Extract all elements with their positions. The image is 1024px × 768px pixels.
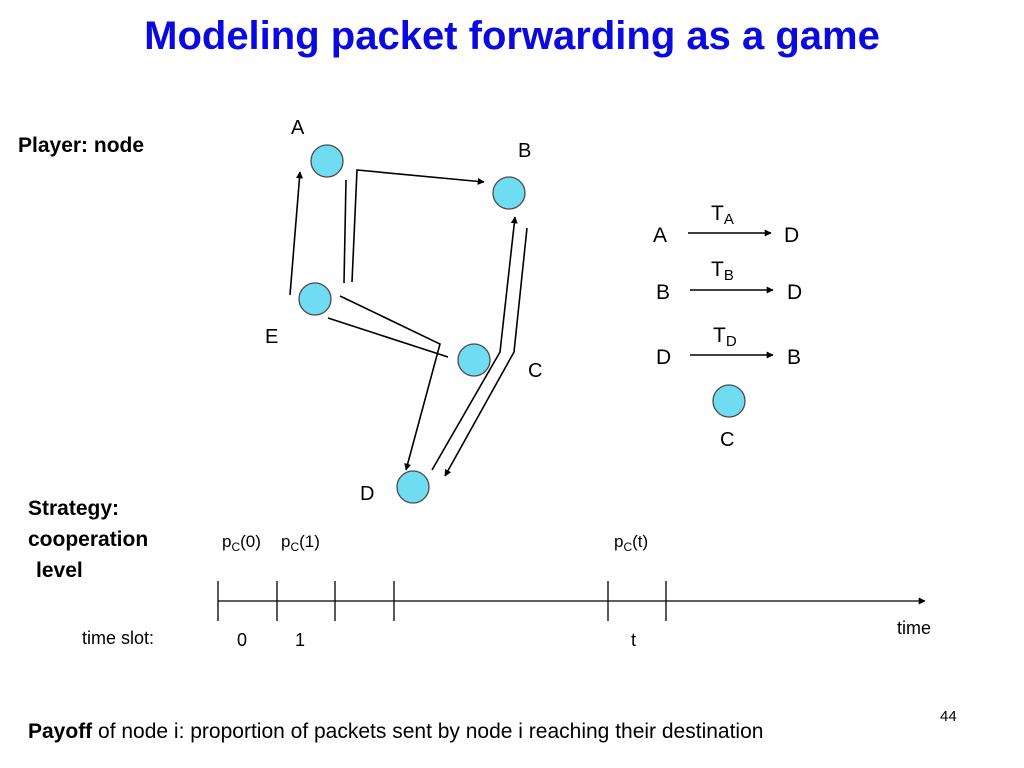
strategy-line: Strategy: <box>28 497 120 520</box>
path-a-to-d <box>339 295 441 471</box>
node-label-c: C <box>528 360 542 382</box>
node-label-d: D <box>360 483 374 505</box>
node-b <box>492 176 526 210</box>
session-throughput: TA <box>711 202 734 228</box>
coop-label-t: pC(t) <box>614 532 648 554</box>
strategy-line: level <box>36 559 83 582</box>
session-throughput: TB <box>711 258 734 284</box>
node-c <box>457 343 491 377</box>
slot-number-1: 1 <box>295 630 305 650</box>
path-e-to-c <box>327 317 449 358</box>
time-slot-label: time slot: <box>82 628 155 648</box>
session-list: A TA D B TB D D TD B <box>653 202 802 369</box>
session-source: D <box>656 346 671 369</box>
cooperation-labels: pC(0) pC(1) pC(t) <box>222 532 648 554</box>
page-number: 44 <box>940 708 957 725</box>
path-e-to-a <box>289 171 303 296</box>
player-label: Player: node <box>18 134 145 157</box>
session-source: B <box>656 281 670 304</box>
routing-paths <box>289 169 528 477</box>
timeline <box>217 581 926 621</box>
slot-number-t: t <box>631 630 636 650</box>
session-destination: D <box>787 281 802 304</box>
slide-title: Modeling packet forwarding as a game <box>144 14 880 58</box>
session-source: A <box>653 224 667 247</box>
path-b-to-d <box>444 227 528 477</box>
node-a <box>310 144 344 178</box>
path-d-to-b <box>431 216 518 471</box>
path-a-to-b <box>351 169 485 283</box>
node-d <box>396 470 430 504</box>
payoff-definition: Payoff of node i: proportion of packets … <box>28 720 763 744</box>
node-c-standalone <box>712 384 746 418</box>
session-throughput: TD <box>713 324 737 350</box>
node-e <box>298 282 332 316</box>
coop-label-0: pC(0) <box>222 532 261 554</box>
slot-number-0: 0 <box>237 630 247 650</box>
node-label-a: A <box>291 117 305 139</box>
path-a-to-b-vertical <box>343 179 347 284</box>
strategy-line: cooperation <box>28 528 149 551</box>
node-label-b: B <box>518 140 531 162</box>
session-row: B TB D <box>656 258 802 304</box>
strategy-label: Strategy: cooperation level <box>28 493 148 586</box>
session-destination: D <box>784 224 799 247</box>
coop-label-1: pC(1) <box>281 532 320 554</box>
network-nodes <box>298 144 746 504</box>
slot-numbers: 0 1 t <box>237 630 636 650</box>
time-axis-label: time <box>897 618 932 638</box>
node-label-c-standalone: C <box>720 429 734 451</box>
payoff-text: of node i: proportion of packets sent by… <box>92 720 764 743</box>
payoff-term: Payoff <box>28 720 93 743</box>
node-label-e: E <box>265 326 278 348</box>
session-destination: B <box>787 346 801 369</box>
session-row: A TA D <box>653 202 799 247</box>
node-labels: A B C D E C <box>265 117 734 505</box>
session-row: D TD B <box>656 324 801 369</box>
